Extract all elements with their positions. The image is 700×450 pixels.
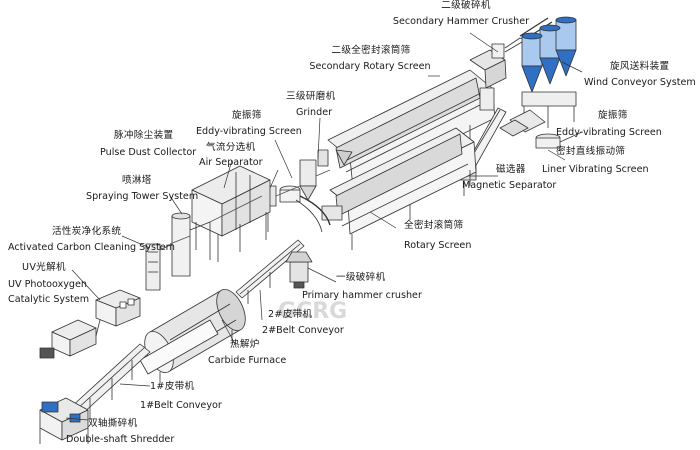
label-double-shaft-shredder-zh: 双轴撕碎机 xyxy=(88,418,138,429)
leader-double-shaft-shredder xyxy=(65,417,89,421)
label-eddy-screen-right-en: Eddy-vibrating Screen xyxy=(556,127,662,138)
label-air-separator-en: Air Separator xyxy=(199,157,263,168)
label-uv-photooxygen-en-line2: Catalytic System xyxy=(8,294,90,305)
double-shaft-shredder-machine xyxy=(39,397,89,444)
label-wind-conveyor-en: Wind Conveyor System xyxy=(584,77,696,88)
label-activated-carbon-zh: 活性炭净化系统 xyxy=(52,226,122,237)
label-grinder-zh: 三级研磨机 xyxy=(286,91,336,102)
uv-photooxygen-machine xyxy=(39,289,141,359)
leader-belt-conveyor-1 xyxy=(119,383,151,387)
label-rotary-screen-zh: 全密封滚筒筛 xyxy=(404,220,464,231)
rotary-screen-machine xyxy=(321,127,477,250)
label-eddy-screen-right-zh: 旋振筛 xyxy=(598,110,628,121)
pulse-dust-collector-machine xyxy=(191,165,271,262)
label-secondary-hammer-crusher-zh: 二级破碎机 xyxy=(441,0,491,11)
label-wind-conveyor-zh: 旋风送料装置 xyxy=(610,61,670,72)
leader-spraying-tower xyxy=(169,195,183,215)
label-pulse-dust-collector-zh: 脉冲除尘装置 xyxy=(114,130,174,141)
label-eddy-screen-left-zh: 旋振筛 xyxy=(232,110,262,121)
belt-conveyor-2-machine xyxy=(235,239,313,304)
label-belt-conveyor-1-zh: 1#皮带机 xyxy=(150,381,195,392)
leader-pulse-dust-collector xyxy=(223,159,233,189)
leader-liner-screen xyxy=(547,149,566,161)
spraying-tower-machine xyxy=(145,212,211,291)
pipework xyxy=(169,169,331,245)
label-spraying-tower-en: Spraying Tower System xyxy=(86,191,199,202)
leader-secondary-hammer-crusher xyxy=(469,32,499,53)
label-uv-photooxygen-en-line1: UV Photooxygen xyxy=(8,279,88,290)
leader-grinder xyxy=(317,117,321,159)
label-activated-carbon-en: Activated Carbon Cleaning System xyxy=(8,242,175,253)
label-belt-conveyor-2-en: 2#Belt Conveyor xyxy=(262,325,344,336)
label-air-separator-zh: 气流分选机 xyxy=(206,142,256,153)
leader-belt-conveyor-2 xyxy=(259,289,263,321)
label-secondary-rotary-screen-zh: 二级全密封滚筒筛 xyxy=(331,45,411,56)
label-magnetic-separator-en: Magnetic Separator xyxy=(462,180,557,191)
label-secondary-rotary-screen-en: Secondary Rotary Screen xyxy=(309,61,431,72)
label-eddy-screen-left-en: Eddy-vibrating Screen xyxy=(196,126,302,137)
belt-conveyor-1-machine xyxy=(69,343,151,420)
leader-activated-carbon xyxy=(121,235,151,249)
label-grinder-en: Grinder xyxy=(296,107,333,118)
carbide-furnace-machine xyxy=(139,289,246,382)
leader-eddy-screen-left xyxy=(274,139,293,179)
label-pulse-dust-collector-en: Pulse Dust Collector xyxy=(100,147,197,158)
leader-uv-photooxygen xyxy=(71,269,101,301)
watermark-text: GCRG xyxy=(278,299,347,324)
label-magnetic-separator-zh: 磁选器 xyxy=(496,164,526,175)
label-double-shaft-shredder-en: Double-shaft Shredder xyxy=(66,434,175,445)
label-secondary-hammer-crusher-en: Secondary Hammer Crusher xyxy=(392,16,530,27)
label-belt-conveyor-1-en: 1#Belt Conveyor xyxy=(140,400,222,411)
leader-carbide-furnace xyxy=(221,319,237,347)
label-carbide-furnace-en: Carbide Furnace xyxy=(208,355,287,366)
secondary-hammer-crusher-machine xyxy=(469,37,533,111)
leader-rotary-screen xyxy=(369,211,397,229)
label-belt-conveyor-2-zh: 2#皮带机 xyxy=(268,309,313,320)
label-primary-hammer-crusher-zh: 一级破碎机 xyxy=(336,272,386,283)
right-side-screens xyxy=(499,109,561,149)
leader-air-separator xyxy=(269,169,279,189)
label-carbide-furnace-zh: 热解炉 xyxy=(230,339,260,350)
leader-wind-conveyor xyxy=(561,61,583,73)
secondary-rotary-screen-machine xyxy=(327,69,496,202)
label-liner-screen-zh: 密封直线振动筛 xyxy=(556,146,626,157)
label-spraying-tower-zh: 喷淋塔 xyxy=(122,175,152,186)
label-primary-hammer-crusher-en: Primary hammer crusher xyxy=(302,290,422,301)
leader-primary-hammer-crusher xyxy=(307,267,337,283)
leader-eddy-screen-right xyxy=(559,131,583,143)
wind-conveyor-cyclones xyxy=(519,16,577,128)
label-rotary-screen-en: Rotary Screen xyxy=(404,240,472,251)
label-uv-photooxygen-zh: UV光解机 xyxy=(22,262,66,273)
label-liner-screen-en: Liner Vibrating Screen xyxy=(542,164,649,175)
